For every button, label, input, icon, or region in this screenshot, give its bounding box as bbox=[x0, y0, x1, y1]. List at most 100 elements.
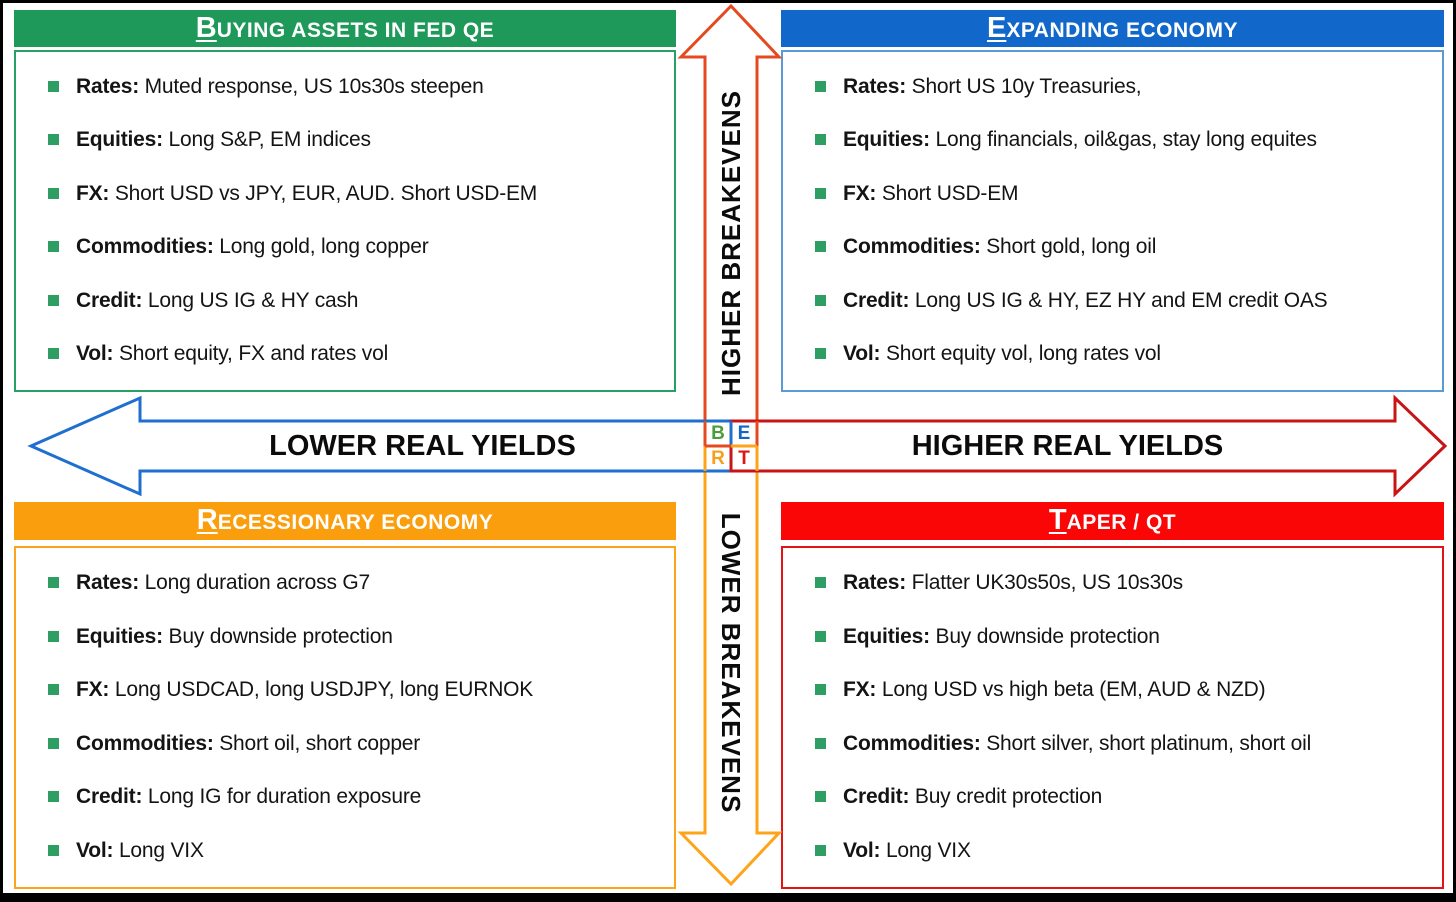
bullet-square-icon bbox=[48, 791, 59, 803]
strategy-item: Commodities: Short silver, short platinu… bbox=[815, 731, 1434, 756]
strategy-text: FX: Short USD-EM bbox=[843, 181, 1019, 205]
strategy-item: Credit: Long IG for duration exposure bbox=[48, 784, 666, 809]
strategy-item: Credit: Buy credit protection bbox=[815, 784, 1434, 809]
bullet-square-icon bbox=[815, 134, 826, 146]
strategy-item: Equities: Long financials, oil&gas, stay… bbox=[815, 127, 1434, 152]
bullet-square-icon bbox=[815, 577, 826, 588]
strategy-item: Vol: Short equity, FX and rates vol bbox=[48, 341, 666, 366]
strategy-text: Rates: Long duration across G7 bbox=[76, 571, 371, 594]
bullet-square-icon bbox=[815, 347, 826, 359]
strategy-item: Vol: Long VIX bbox=[815, 838, 1434, 863]
header-text: UYING ASSETS IN FED QE bbox=[216, 19, 495, 42]
strategy-item: FX: Long USDCAD, long USDJPY, long EURNO… bbox=[48, 677, 666, 702]
bullet-square-icon bbox=[815, 294, 826, 306]
quadrant-box-recessionary-economy: Rates: Long duration across G7 Equities: … bbox=[14, 546, 676, 889]
header-initial: R bbox=[196, 504, 218, 536]
header-initial: T bbox=[1048, 504, 1067, 536]
bullet-square-icon bbox=[48, 684, 59, 696]
header-text: APER / QT bbox=[1066, 511, 1177, 534]
header-initial: E bbox=[987, 12, 1007, 44]
bullet-square-icon bbox=[815, 844, 826, 856]
strategy-item: Equities: Buy downside protection bbox=[815, 624, 1434, 649]
strategy-text: FX: Long USD vs high beta (EM, AUD & NZD… bbox=[843, 678, 1266, 702]
strategy-item: Vol: Long VIX bbox=[48, 838, 666, 863]
strategy-item: Rates: Muted response, US 10s30s steepen bbox=[48, 74, 666, 99]
strategy-text: Equities: Long financials, oil&gas, stay… bbox=[843, 128, 1317, 152]
bullet-square-icon bbox=[815, 630, 826, 642]
header-initial: B bbox=[195, 12, 217, 44]
strategy-item: FX: Short USD vs JPY, EUR, AUD. Short US… bbox=[48, 181, 666, 206]
strategy-text: Commodities: Short oil, short copper bbox=[76, 731, 421, 755]
bullet-square-icon bbox=[48, 187, 59, 199]
strategy-text: Commodities: Short gold, long oil bbox=[843, 235, 1157, 259]
bullet-square-icon bbox=[815, 737, 826, 749]
axis-label-lower-breakevens: LOWER BREAKEVENS bbox=[716, 512, 746, 814]
strategy-item: Credit: Long US IG & HY cash bbox=[48, 288, 666, 313]
strategy-item: Commodities: Short oil, short copper bbox=[48, 731, 666, 756]
center-letter-e: E bbox=[737, 422, 751, 444]
strategy-text: Equities: Buy downside protection bbox=[76, 624, 393, 648]
bullet-square-icon bbox=[48, 737, 59, 749]
bullet-square-icon bbox=[48, 294, 59, 306]
header-text: XPANDING ECONOMY bbox=[1006, 19, 1238, 42]
strategy-item: Commodities: Short gold, long oil bbox=[815, 234, 1434, 259]
strategy-text: Vol: Long VIX bbox=[76, 838, 204, 862]
quadrant-box-buying-assets: Rates: Muted response, US 10s30s steepen… bbox=[14, 50, 676, 392]
bullet-square-icon bbox=[815, 684, 826, 696]
strategy-text: Rates: Short US 10y Treasuries, bbox=[843, 75, 1142, 98]
quadrant-box-expanding-economy: Rates: Short US 10y Treasuries, Equities:… bbox=[781, 50, 1444, 392]
strategy-text: Equities: Long S&P, EM indices bbox=[76, 128, 371, 152]
strategy-text: Commodities: Long gold, long copper bbox=[76, 235, 429, 259]
header-text: ECESSIONARY ECONOMY bbox=[217, 511, 494, 534]
strategy-item: FX: Long USD vs high beta (EM, AUD & NZD… bbox=[815, 677, 1434, 702]
strategy-text: Equities: Buy downside protection bbox=[843, 624, 1160, 648]
bullet-square-icon bbox=[815, 81, 826, 92]
bullet-square-icon bbox=[815, 791, 826, 803]
axis-label-lower-real-yields: LOWER REAL YIELDS bbox=[269, 430, 576, 462]
strategy-list: Rates: Muted response, US 10s30s steepen… bbox=[16, 52, 674, 390]
strategy-text: Credit: Long US IG & HY cash bbox=[76, 288, 359, 312]
strategy-text: Vol: Short equity, FX and rates vol bbox=[76, 341, 389, 365]
center-letter-b: B bbox=[711, 422, 725, 444]
strategy-item: Rates: Flatter UK30s50s, US 10s30s bbox=[815, 570, 1434, 595]
strategy-item: Commodities: Long gold, long copper bbox=[48, 234, 666, 259]
strategy-item: Equities: Buy downside protection bbox=[48, 624, 666, 649]
bullet-square-icon bbox=[48, 630, 59, 642]
strategy-text: Vol: Short equity vol, long rates vol bbox=[843, 341, 1161, 365]
bullet-square-icon bbox=[48, 81, 59, 92]
strategy-item: Rates: Short US 10y Treasuries, bbox=[815, 74, 1434, 99]
bullet-square-icon bbox=[48, 241, 59, 253]
strategy-item: Equities: Long S&P, EM indices bbox=[48, 127, 666, 152]
bullet-square-icon bbox=[815, 187, 826, 199]
axis-label-higher-breakevens: HIGHER BREAKEVENS bbox=[716, 90, 746, 396]
strategy-item: Credit: Long US IG & HY, EZ HY and EM cr… bbox=[815, 288, 1434, 313]
bullet-square-icon bbox=[48, 577, 59, 588]
strategy-item: Vol: Short equity vol, long rates vol bbox=[815, 341, 1434, 366]
bullet-square-icon bbox=[815, 241, 826, 253]
bullet-square-icon bbox=[48, 347, 59, 359]
strategy-text: FX: Long USDCAD, long USDJPY, long EURNO… bbox=[76, 678, 534, 702]
strategy-text: Credit: Long US IG & HY, EZ HY and EM cr… bbox=[843, 288, 1328, 312]
axis-label-higher-real-yields: HIGHER REAL YIELDS bbox=[911, 430, 1224, 462]
strategy-list: Rates: Long duration across G7 Equities: … bbox=[16, 548, 674, 887]
strategy-item: FX: Short USD-EM bbox=[815, 181, 1434, 206]
strategy-text: Credit: Buy credit protection bbox=[843, 785, 1103, 809]
strategy-item: Rates: Long duration across G7 bbox=[48, 570, 666, 595]
strategy-text: Commodities: Short silver, short platinu… bbox=[843, 731, 1312, 755]
center-letter-r: R bbox=[711, 447, 725, 469]
bullet-square-icon bbox=[48, 844, 59, 856]
strategy-list: Rates: Short US 10y Treasuries, Equities:… bbox=[783, 52, 1442, 390]
bullet-square-icon bbox=[48, 134, 59, 146]
strategy-text: FX: Short USD vs JPY, EUR, AUD. Short US… bbox=[76, 181, 538, 205]
strategy-text: Credit: Long IG for duration exposure bbox=[76, 785, 422, 809]
strategy-text: Rates: Flatter UK30s50s, US 10s30s bbox=[843, 571, 1183, 594]
strategy-text: Vol: Long VIX bbox=[843, 838, 971, 862]
strategy-text: Rates: Muted response, US 10s30s steepen bbox=[76, 75, 484, 98]
